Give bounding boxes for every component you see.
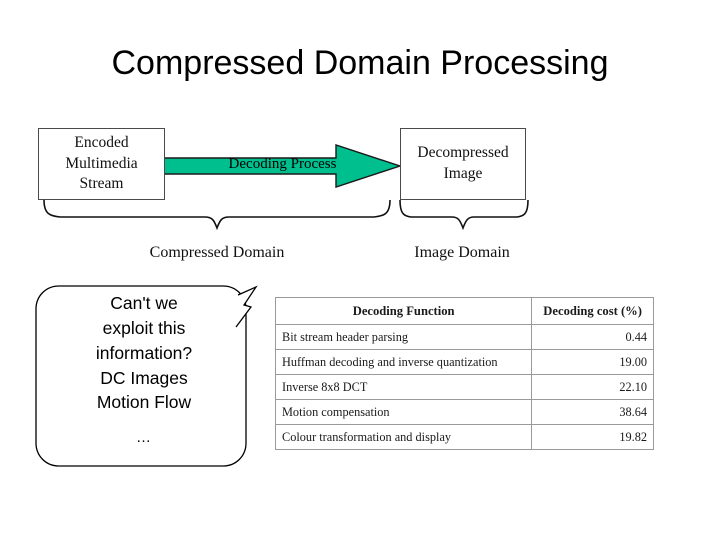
label-compressed-domain: Compressed Domain — [149, 244, 285, 261]
table-row: Bit stream header parsing 0.44 — [274, 324, 654, 350]
slide-footer: U. PORTO VC 14/15 - TP16 - Video Compres… — [0, 490, 720, 540]
decoding-cost-table: Decoding Function Decoding cost (%) Bit … — [274, 297, 654, 450]
bubble-line-3: information? — [95, 342, 193, 363]
cell-function: Motion compensation — [274, 399, 533, 425]
diagram-box-encoded-multimedia-stream: Encoded Multimedia Stream — [38, 128, 165, 200]
table-row: Motion compensation 38.64 — [274, 399, 654, 425]
brace-image-domain — [399, 199, 529, 231]
table-row: Huffman decoding and inverse quantizatio… — [274, 349, 654, 375]
speech-bubble-text: Can't we exploit this information? DC Im… — [49, 291, 239, 449]
bubble-line-4: DC Images — [100, 367, 188, 388]
diagram-box-decompressed-image: Decompressed Image — [400, 128, 526, 200]
box-decompressed-line-2: Image — [443, 165, 483, 182]
arrow-right-icon — [161, 144, 403, 188]
column-header-decoding-function: Decoding Function — [274, 297, 533, 325]
page-title: Compressed Domain Processing — [111, 44, 609, 82]
speech-bubble: Can't we exploit this information? DC Im… — [33, 283, 258, 473]
cell-cost: 19.00 — [531, 349, 654, 375]
domain-braces — [43, 199, 529, 231]
bubble-line-5: Motion Flow — [96, 392, 192, 413]
cell-function: Bit stream header parsing — [274, 324, 533, 350]
brace-compressed-domain — [43, 199, 391, 231]
table-header-row: Decoding Function Decoding cost (%) — [274, 297, 654, 325]
box-encoded-line-1: Encoded — [74, 134, 129, 152]
cell-function: Huffman decoding and inverse quantizatio… — [274, 349, 533, 375]
box-decompressed-line-1: Decompressed — [417, 144, 509, 162]
cell-function: Inverse 8x8 DCT — [274, 374, 533, 400]
decoding-process-arrow — [160, 142, 405, 190]
cell-function: Colour transformation and display — [274, 424, 533, 450]
column-header-decoding-cost: Decoding cost (%) — [531, 297, 654, 325]
cell-cost: 19.82 — [531, 424, 654, 450]
cell-cost: 22.10 — [531, 374, 654, 400]
bubble-line-1: Can't we — [110, 293, 178, 313]
bubble-line-2: exploit this — [102, 317, 186, 338]
label-image-domain: Image Domain — [414, 244, 510, 261]
cell-cost: 38.64 — [531, 399, 654, 425]
bubble-ellipsis: … — [136, 429, 152, 447]
speech-bubble-tail — [235, 285, 258, 328]
box-encoded-line-3: Stream — [79, 175, 124, 193]
compressed-domain-diagram: Encoded Multimedia Stream Decompressed I… — [0, 112, 560, 277]
cell-cost: 0.44 — [531, 324, 654, 350]
box-encoded-line-2: Multimedia — [65, 154, 138, 172]
table-row: Colour transformation and display 19.82 — [274, 424, 654, 450]
table-row: Inverse 8x8 DCT 22.10 — [274, 374, 654, 400]
